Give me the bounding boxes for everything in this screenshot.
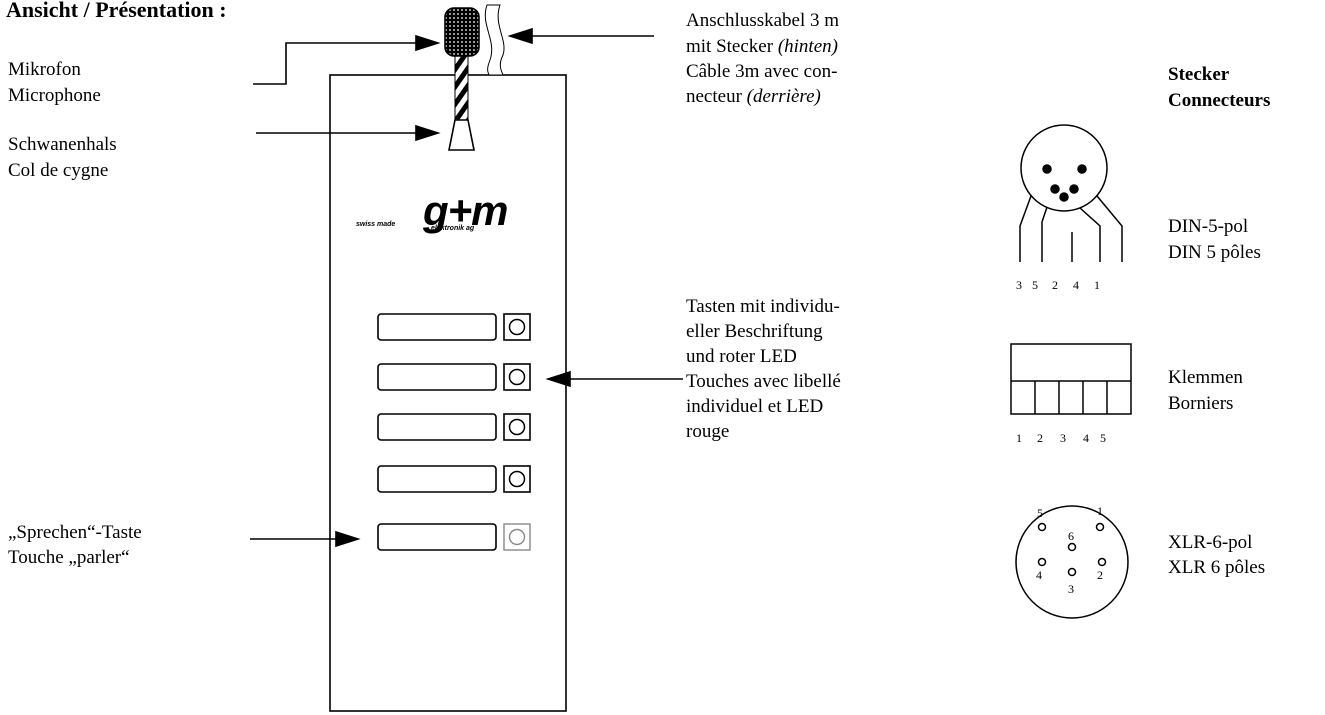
connectors-heading-fr: Connecteurs: [1168, 90, 1271, 111]
led-icon: [508, 470, 526, 488]
pin-label: 1: [1094, 278, 1100, 292]
keys-text-2: eller Beschriftung: [686, 321, 823, 342]
din5-connector: [1019, 124, 1123, 262]
cable-line-4: necteur (derrière): [686, 85, 821, 109]
gooseneck-stem: [454, 51, 469, 123]
cable-line-4-b: (derrière): [746, 86, 821, 107]
key-row-2[interactable]: [377, 363, 531, 391]
microphone-label-fr: Microphone: [8, 85, 101, 106]
arrows: [250, 27, 683, 548]
talk-key-label-fr: Touche „parler“: [8, 547, 130, 568]
keys-text-6: rouge: [686, 421, 730, 442]
gooseneck-base: [448, 119, 475, 151]
pin-label: 2: [1037, 431, 1043, 445]
cable-line-1: Anschlusskabel 3 m: [686, 10, 840, 31]
pin-label: 3: [1068, 582, 1074, 596]
cable-line-3: Câble 3m avec con-: [686, 61, 838, 82]
pin-label: 1: [1097, 504, 1103, 518]
xlr-label-fr: XLR 6 pôles: [1168, 557, 1266, 578]
pin-label: 5: [1100, 431, 1106, 445]
din-label-fr: DIN 5 pôles: [1168, 242, 1261, 263]
terminal-label-de: Klemmen: [1168, 367, 1243, 388]
led-icon: [508, 418, 526, 436]
device-housing: [329, 74, 567, 712]
microphone-label-de: Mikrofon: [8, 59, 81, 80]
pin-label: 5: [1037, 506, 1043, 520]
pin-label: 4: [1073, 278, 1079, 292]
microphone-head: [444, 7, 480, 57]
pin-label: 6: [1068, 529, 1074, 543]
keys-text-4: Touches avec libellé: [686, 371, 841, 392]
terminal-pin-labels: 1 2 3 4 5: [1016, 431, 1106, 445]
pin-label: 1: [1016, 431, 1022, 445]
gooseneck-label-fr: Col de cygne: [8, 160, 109, 181]
cable-line-2: mit Stecker (hinten): [686, 35, 838, 59]
pin-label: 2: [1097, 568, 1103, 582]
keys-text-1: Tasten mit individu-: [686, 296, 840, 317]
cable-line-2-b: (hinten): [777, 36, 838, 57]
key-row-1[interactable]: [377, 313, 531, 341]
talk-key-label-de: „Sprechen“-Taste: [8, 522, 142, 543]
terminal-label-fr: Borniers: [1168, 393, 1234, 414]
pin-label: 4: [1036, 568, 1042, 582]
gooseneck-label-de: Schwanenhals: [8, 134, 117, 155]
key-row-4[interactable]: [377, 465, 531, 493]
page-heading: Ansicht / Présentation :: [6, 0, 227, 22]
din-label-de: DIN-5-pol: [1168, 216, 1249, 237]
keys-text-3: und roter LED: [686, 346, 797, 367]
terminal-block: [1010, 343, 1132, 415]
brand-logo: g+m: [422, 187, 508, 234]
key-row-3[interactable]: [377, 413, 531, 441]
pin-label: 3: [1060, 431, 1066, 445]
connectors-heading-de: Stecker: [1168, 64, 1230, 85]
xlr-pin-labels: 1 2 3 4 5 6: [1036, 504, 1103, 596]
brand-company: elektronik ag: [431, 225, 475, 232]
key-row-talk[interactable]: [377, 523, 531, 551]
cable: [484, 4, 505, 76]
led-icon: [508, 368, 526, 386]
led-icon: [508, 318, 526, 336]
pin-label: 4: [1083, 431, 1089, 445]
pin-label: 3: [1016, 278, 1022, 292]
brand-swiss-made: swiss made: [356, 221, 395, 228]
led-icon: [508, 528, 526, 546]
keys-text-5: individuel et LED: [686, 396, 824, 417]
pin-label: 5: [1032, 278, 1038, 292]
xlr6-connector: [1015, 505, 1129, 619]
xlr-label-de: XLR-6-pol: [1168, 532, 1253, 553]
cable-line-4-a: necteur: [686, 86, 747, 107]
pin-label: 2: [1052, 278, 1058, 292]
cable-line-2-a: mit Stecker: [686, 36, 778, 57]
din-pin-labels: 3 5 2 4 1: [1016, 278, 1100, 292]
